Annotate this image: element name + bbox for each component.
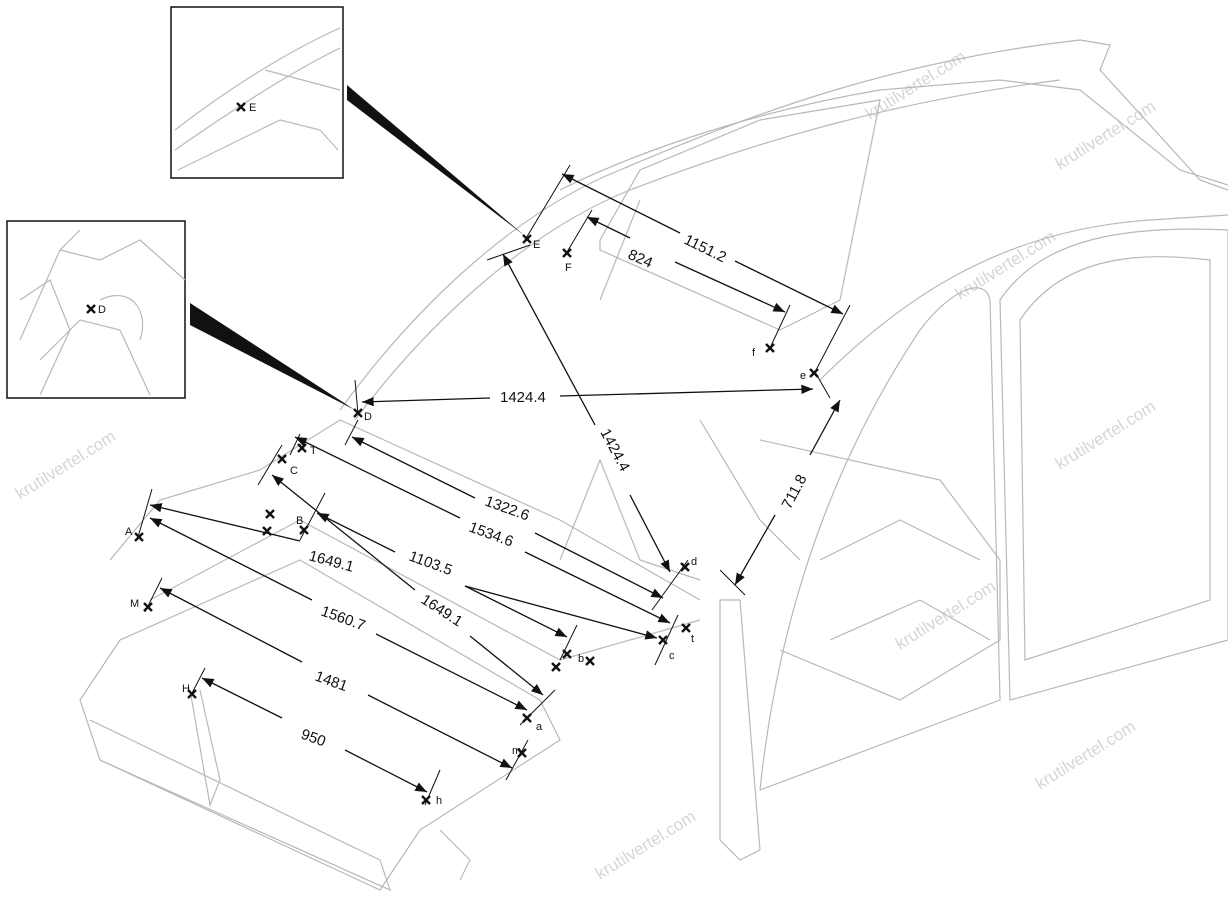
point-marker-h bbox=[421, 795, 431, 805]
point-label-t: t bbox=[691, 633, 694, 645]
dim-label-1649-1-lower: 1649.1 bbox=[418, 591, 466, 630]
point-marker-F bbox=[562, 248, 572, 258]
body-outline bbox=[79, 39, 1228, 892]
point-label-c: c bbox=[669, 650, 675, 662]
dim-label-1103-5: 1103.5 bbox=[407, 548, 455, 579]
inset-wedges bbox=[190, 85, 525, 410]
point-label-E: E bbox=[533, 239, 540, 251]
point-label-H: H bbox=[182, 683, 190, 695]
dim-label-1151-2: 1151.2 bbox=[681, 231, 729, 266]
point-marker-unlabeled bbox=[262, 526, 272, 536]
point-marker-d bbox=[680, 562, 690, 572]
dim-label-1481: 1481 bbox=[313, 668, 350, 695]
dim-label-1560-7: 1560.7 bbox=[319, 603, 368, 635]
point-label-a: a bbox=[536, 721, 543, 733]
dim-label-1534-6: 1534.6 bbox=[467, 519, 516, 551]
point-marker-unlabeled bbox=[585, 656, 595, 666]
point-marker-E bbox=[522, 234, 532, 244]
point-marker-M bbox=[143, 602, 153, 612]
dim-label-711-8: 711.8 bbox=[779, 472, 811, 512]
dim-label-950: 950 bbox=[299, 726, 328, 751]
point-marker-b bbox=[562, 649, 572, 659]
point-marker-T bbox=[297, 443, 307, 453]
point-label-e: e bbox=[800, 370, 806, 382]
point-marker-H bbox=[187, 689, 197, 699]
point-marker-a bbox=[522, 713, 532, 723]
point-marker-unlabeled bbox=[551, 662, 561, 672]
point-marker-D bbox=[353, 408, 363, 418]
point-label-b: b bbox=[578, 653, 584, 665]
point-marker-A bbox=[134, 532, 144, 542]
point-marker-C bbox=[277, 454, 287, 464]
point-label-B: B bbox=[296, 515, 303, 527]
point-label-M: M bbox=[130, 598, 139, 610]
point-label-C: C bbox=[290, 465, 298, 477]
dim-label-824: 824 bbox=[625, 246, 655, 272]
point-marker-B bbox=[299, 525, 309, 535]
point-label-F: F bbox=[565, 262, 572, 274]
point-marker-c bbox=[658, 635, 668, 645]
point-label-A: A bbox=[125, 526, 133, 538]
inset-e-label: E bbox=[249, 102, 256, 114]
inset-detail-e: E bbox=[170, 6, 344, 179]
dimension-lines bbox=[137, 164, 851, 806]
dim-label-1649-1-upper: 1649.1 bbox=[307, 547, 356, 575]
point-marker-e bbox=[809, 368, 819, 378]
dim-label-1424-4-horizontal: 1424.4 bbox=[500, 389, 546, 406]
point-marker-unlabeled bbox=[265, 509, 275, 519]
point-label-T: T bbox=[310, 445, 317, 457]
point-label-D: D bbox=[364, 411, 372, 423]
inset-d-label: D bbox=[98, 304, 106, 316]
point-label-m: m bbox=[512, 745, 521, 757]
dim-label-1424-4-diagonal: 1424.4 bbox=[596, 426, 633, 475]
point-marker-t bbox=[681, 623, 691, 633]
dim-label-1322-6: 1322.6 bbox=[483, 493, 532, 525]
point-marker-m bbox=[517, 748, 527, 758]
measurement-points: E Ff eD TC B A M Ha m h b c t d bbox=[125, 234, 819, 807]
point-marker-f bbox=[765, 343, 775, 353]
point-label-h: h bbox=[436, 795, 442, 807]
inset-detail-d: D bbox=[6, 220, 186, 399]
point-label-d: d bbox=[691, 556, 697, 568]
point-label-f: f bbox=[752, 347, 756, 359]
